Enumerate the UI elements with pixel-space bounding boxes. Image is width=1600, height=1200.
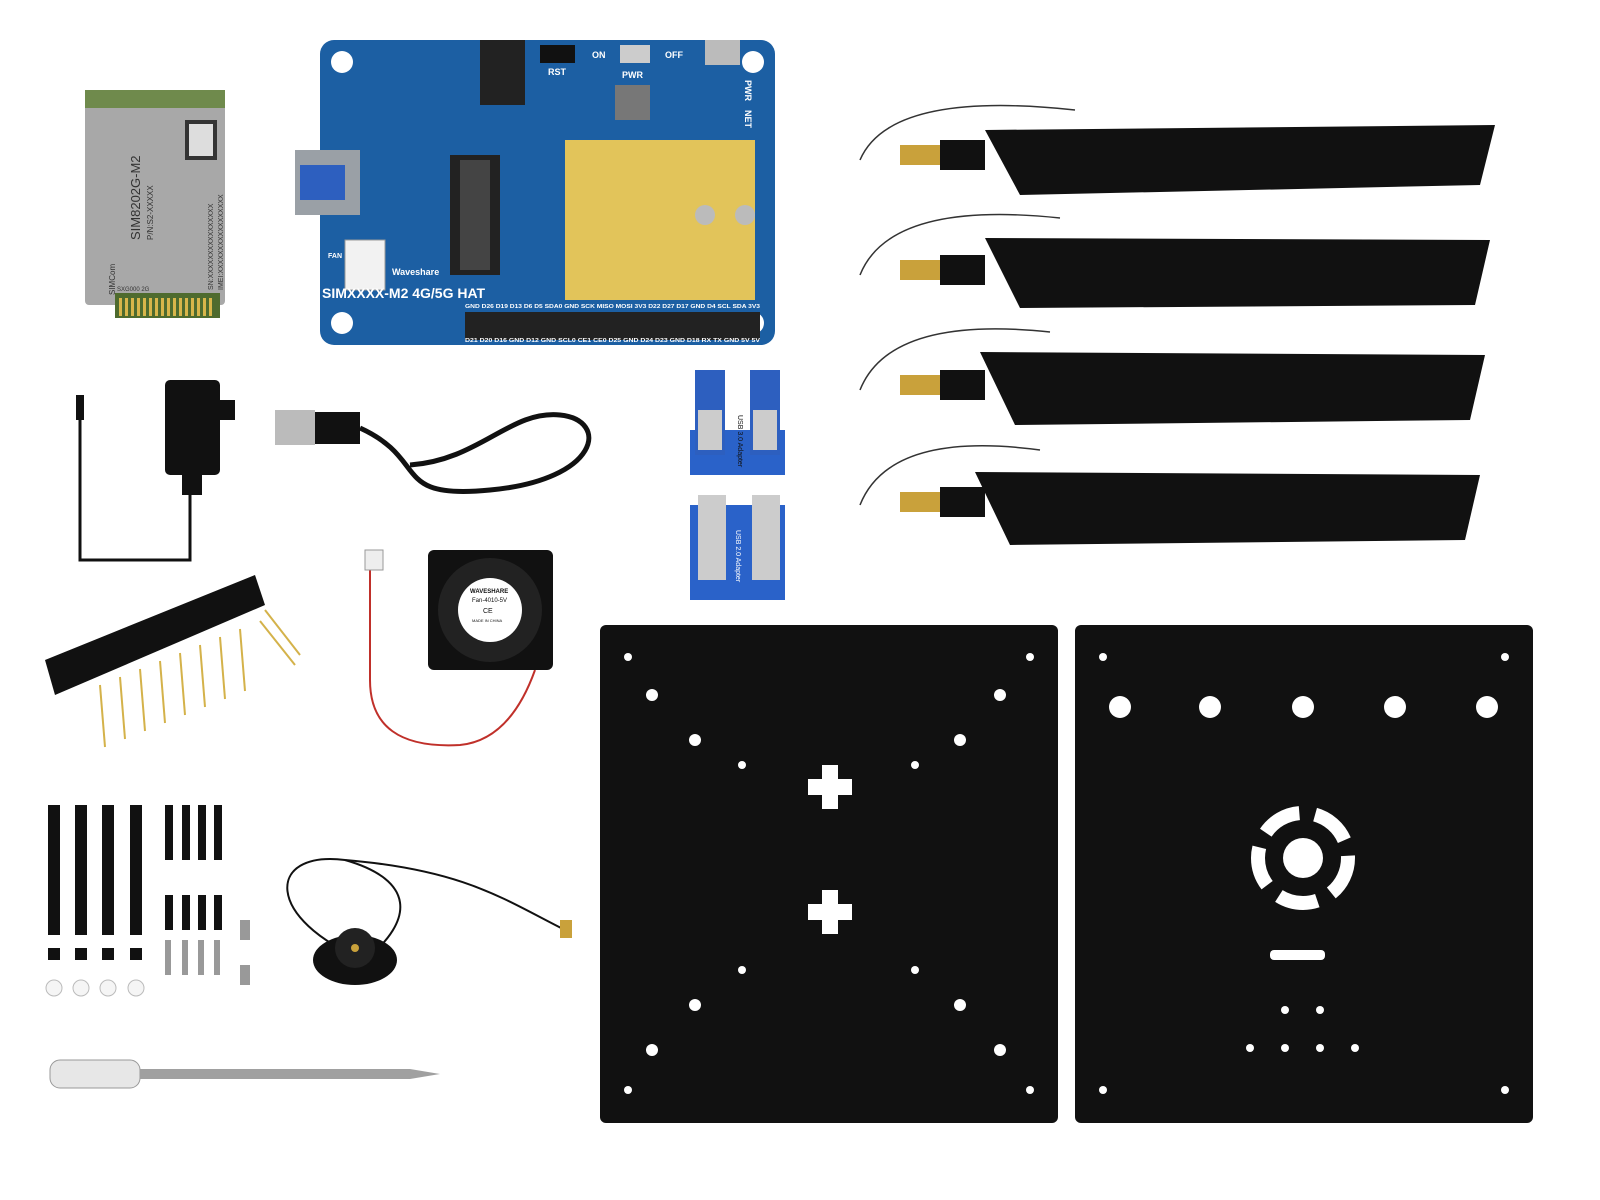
cooling-fan: WAVESHARE Fan-4010-5V CE MADE IN CHINA xyxy=(364,549,553,747)
fan-origin: MADE IN CHINA xyxy=(472,618,503,623)
usb3-label: USB 3.0 Adapter xyxy=(736,415,743,468)
module-pn: P/N:S2-XXXXX xyxy=(146,185,155,240)
antennas xyxy=(859,104,1495,545)
fan-ce: CE xyxy=(483,608,493,615)
power-adapter xyxy=(76,380,235,562)
antenna-1 xyxy=(859,104,1495,195)
acrylic-plate-1 xyxy=(600,625,1058,1123)
hat-board: SIMXXXX-M2 4G/5G HAT Waveshare RST ON PW… xyxy=(295,40,775,345)
hat-pins-bottom: D21 D20 D16 GND D12 GND SCL0 CE1 CE0 D25… xyxy=(465,338,761,344)
sim-module: SIM8202G-M2 P/N:S2-XXXXX SN:XXXXXXXXXXXX… xyxy=(85,90,225,318)
antenna-4 xyxy=(859,445,1480,545)
hat-on: ON xyxy=(592,50,606,60)
fan-model: Fan-4010-5V xyxy=(472,598,507,604)
hat-net-led: NET xyxy=(743,110,753,129)
fan-brand: WAVESHARE xyxy=(470,589,508,595)
module-brand: SIMCom xyxy=(108,264,117,295)
pin-header xyxy=(45,575,301,748)
usb3-adapter: USB 3.0 Adapter xyxy=(690,370,785,475)
antenna-3 xyxy=(859,328,1485,425)
hat-pwr: PWR xyxy=(622,70,643,80)
usb2-adapter: USB 2.0 Adapter xyxy=(690,495,785,600)
hat-off: OFF xyxy=(665,50,683,60)
screwdriver xyxy=(49,1059,440,1089)
screws-standoffs xyxy=(45,805,250,997)
module-imei: IMEI:XXXXXXXXXXXXXXXXX xyxy=(218,194,225,290)
usb-cable xyxy=(275,410,592,495)
usb2-label: USB 2.0 Adapter xyxy=(734,530,741,583)
gps-antenna xyxy=(286,858,572,985)
hat-pwr-led: PWR xyxy=(743,80,753,101)
hat-rst: RST xyxy=(548,67,567,77)
module-sn: SN:XXXXXXXXXXXXXXXX xyxy=(208,203,215,290)
hat-title: SIMXXXX-M2 4G/5G HAT xyxy=(322,285,486,301)
hat-pins-top: GND D26 D19 D13 D6 D5 SDA0 GND SCK MISO … xyxy=(465,304,760,310)
hat-fan: FAN xyxy=(328,253,342,260)
hat-brand: Waveshare xyxy=(392,267,439,277)
acrylic-plate-2 xyxy=(1075,625,1533,1123)
antenna-2 xyxy=(859,213,1490,308)
module-model: SIM8202G-M2 xyxy=(128,155,143,240)
module-code: SXG000 2G xyxy=(117,287,150,293)
